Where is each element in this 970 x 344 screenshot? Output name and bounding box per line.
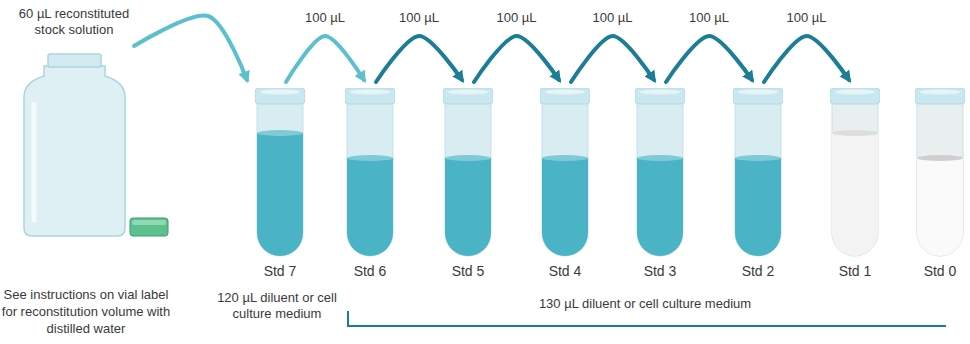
tube-drawing [345,88,395,258]
transfer-arrow [666,36,752,82]
transfer-volume: 100 µL [396,10,442,26]
volume-note: 120 µL diluent or cell culture medium [217,290,337,322]
transfer-volume: 100 µL [686,10,732,26]
standard-tube: Std 3 [635,88,685,258]
transfer-arrow [286,36,364,82]
tube-drawing [635,88,685,258]
transfer-volume: 100 µL [493,10,539,26]
standard-tube: Std 4 [540,88,590,258]
tube-label: Std 4 [515,263,615,280]
vial-drawing [22,52,172,238]
tube-label: Std 7 [230,263,330,280]
standard-tube: Std 2 [733,88,783,258]
standard-tube: Std 6 [345,88,395,258]
tube-label: Std 3 [610,263,710,280]
stock-vial: See instructions on vial label for recon… [22,52,172,238]
transfer-volume: 100 µL [783,10,829,26]
transfer-volume: 100 µL [302,10,348,26]
standard-tube: Std 0 [915,88,965,258]
tube-drawing [443,88,493,258]
vial-note: See instructions on vial label for recon… [0,286,172,337]
tube-label: Std 5 [418,263,518,280]
transfer-arrow [376,36,462,82]
transfer-arrow [571,36,654,82]
transfer-arrow [764,36,849,82]
tube-drawing [540,88,590,258]
tube-label: Std 0 [890,263,970,280]
transfer-arrow [134,15,247,80]
tube-label: Std 2 [708,263,808,280]
tube-drawing [733,88,783,258]
transfer-volume: 60 µL reconstituted stock solution [4,6,144,38]
tube-drawing [830,88,880,258]
volume-note: 130 µL diluent or cell culture medium [500,296,790,312]
tube-label: Std 1 [805,263,905,280]
tube-drawing [915,88,965,258]
tube-label: Std 6 [320,263,420,280]
standard-tube: Std 5 [443,88,493,258]
standard-tube: Std 1 [830,88,880,258]
transfer-arrow [474,36,559,82]
standard-tube: Std 7 [255,88,305,258]
transfer-volume: 100 µL [589,10,635,26]
bracket [348,311,946,326]
tube-drawing [255,88,305,258]
